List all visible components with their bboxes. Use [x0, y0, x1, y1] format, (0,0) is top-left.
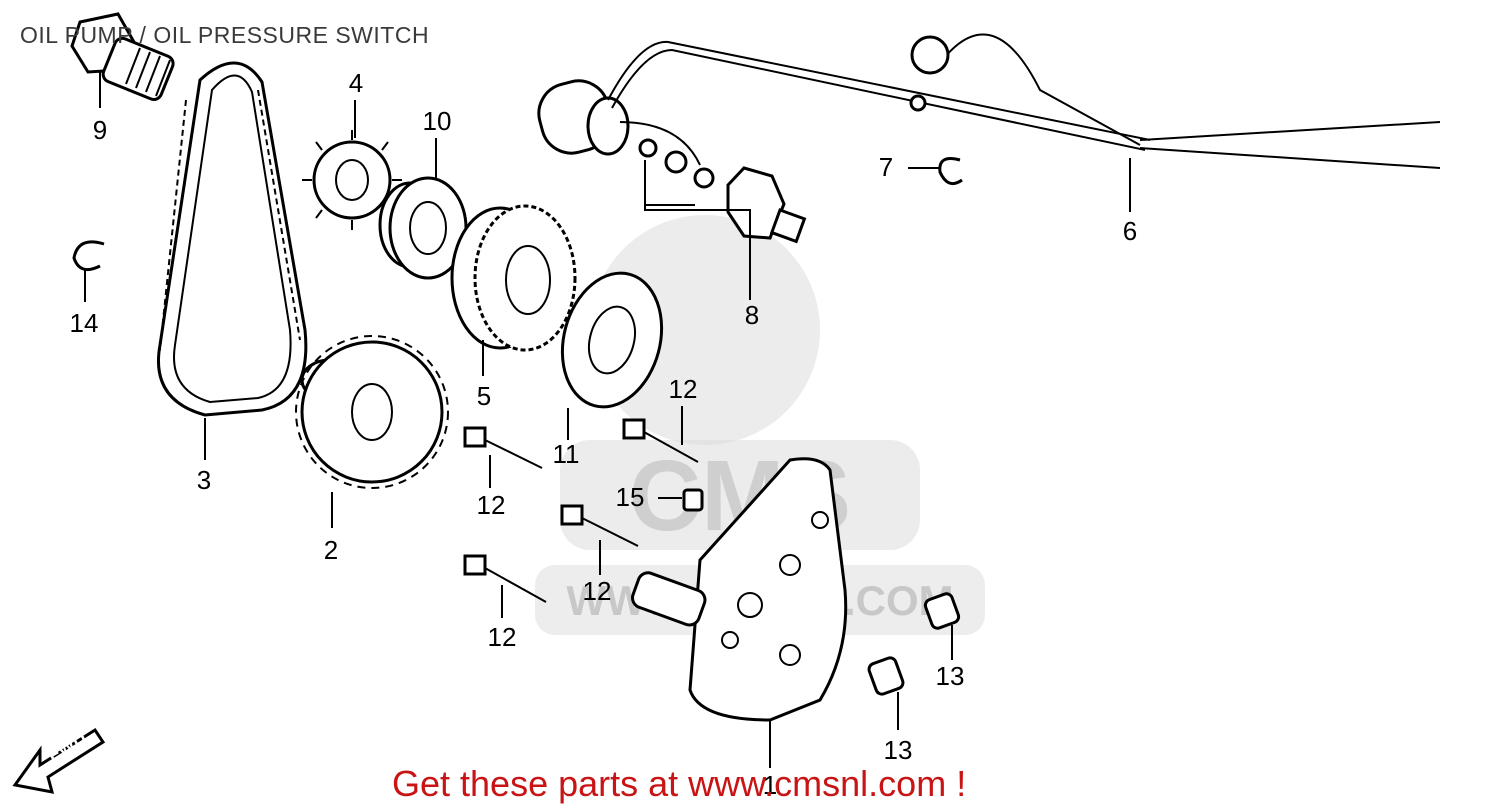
leader-lines — [84, 72, 1131, 768]
part-2-sprocket — [295, 335, 449, 489]
callout-7: 7 — [879, 152, 893, 182]
part-6-wire — [537, 33, 1441, 189]
callout-12-c: 12 — [583, 576, 612, 606]
callout-8: 8 — [745, 300, 759, 330]
part-7-clamp — [938, 157, 963, 186]
callout-15: 15 — [616, 482, 645, 512]
part-12-bolts — [463, 418, 699, 603]
callout-labels: 9 4 10 14 5 3 11 2 12 12 15 12 12 7 6 8 … — [70, 68, 1138, 800]
callout-12-a: 12 — [669, 374, 698, 404]
part-10-collar — [378, 176, 468, 280]
part-14-clip — [72, 240, 105, 272]
part-1-oil-pump — [631, 457, 848, 722]
callout-3: 3 — [197, 465, 211, 495]
callout-12-d: 12 — [488, 622, 517, 652]
part-15-dowel — [682, 488, 704, 512]
callout-2: 2 — [324, 535, 338, 565]
callout-11: 11 — [553, 439, 580, 469]
part-9-bolt — [70, 12, 175, 101]
callout-13-a: 13 — [936, 661, 965, 691]
callout-12-b: 12 — [477, 490, 506, 520]
callout-14: 14 — [70, 308, 99, 338]
callout-5: 5 — [477, 381, 491, 411]
part-11-washer — [560, 271, 664, 409]
diagram-title: OIL PUMP / OIL PRESSURE SWITCH — [20, 22, 430, 48]
part-13-dowels — [867, 592, 961, 696]
part-5-gear — [450, 204, 577, 352]
callout-4: 4 — [349, 68, 363, 98]
callout-10: 10 — [423, 106, 452, 136]
fwd-arrow: FWD — [12, 728, 106, 794]
callout-1: 1 — [763, 770, 777, 800]
callout-13-b: 13 — [884, 735, 913, 765]
footer-promo-text[interactable]: Get these parts at www.cmsnl.com ! — [392, 763, 967, 804]
callout-9: 9 — [93, 115, 107, 145]
callout-6: 6 — [1123, 216, 1137, 246]
part-4-sprocket — [302, 130, 402, 230]
part-3-chain — [157, 61, 308, 417]
part-8-switch — [638, 138, 807, 244]
